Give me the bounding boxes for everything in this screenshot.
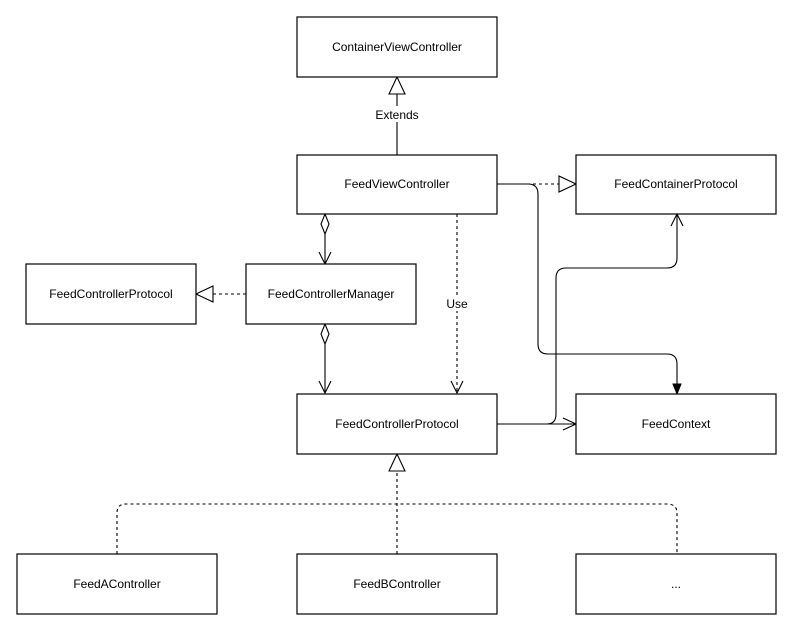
edge-extends: Extends [372, 75, 422, 155]
edge-use: Use [443, 214, 471, 395]
edge-manager-realize-protocol [194, 285, 246, 303]
edge-label-extends: Extends [375, 108, 418, 122]
node-box [16, 553, 218, 615]
edge-label-bg [443, 295, 471, 311]
edge-label-bg [372, 106, 422, 122]
realization-triangle [388, 452, 406, 472]
node-feed-view-controller[interactable]: FeedViewController [296, 154, 498, 215]
node-box [296, 393, 498, 455]
realization-triangle [194, 285, 214, 303]
node-feed-controller-protocol[interactable]: FeedControllerProtocol [296, 393, 498, 455]
node-label: FeedContext [642, 417, 711, 431]
open-arrow-head [318, 380, 332, 395]
node-feed-container-protocol[interactable]: FeedContainerProtocol [575, 154, 777, 215]
node-label: FeedViewController [344, 177, 449, 191]
aggregation-diamond [320, 212, 330, 236]
node-box [296, 154, 498, 215]
realization-triangle [558, 175, 578, 193]
edge-protocol-to-container-protocol [497, 212, 684, 425]
edge-protocol-to-context [497, 417, 578, 431]
node-box [245, 263, 417, 325]
node-feed-controller-protocol-side[interactable]: FeedControllerProtocol [25, 263, 197, 325]
node-box [25, 263, 197, 325]
node-label: ... [671, 577, 681, 591]
node-label: FeedControllerManager [268, 287, 395, 301]
node-container-view-controller[interactable]: ContainerViewController [296, 16, 498, 78]
node-label: FeedContainerProtocol [614, 177, 737, 191]
node-box [575, 393, 777, 455]
node-box [296, 553, 498, 615]
node-label: FeedControllerProtocol [49, 287, 172, 301]
node-more-controllers[interactable]: ... [575, 553, 777, 615]
node-box [296, 16, 498, 78]
edge-line [497, 214, 678, 425]
node-feed-a-controller[interactable]: FeedAController [16, 553, 218, 615]
node-feed-context[interactable]: FeedContext [575, 393, 777, 455]
edge-line [497, 183, 678, 386]
node-label: FeedControllerProtocol [335, 417, 458, 431]
node-label: FeedBController [353, 577, 440, 591]
node-box [575, 553, 777, 615]
aggregation-diamond [320, 322, 330, 346]
node-box [575, 154, 777, 215]
inheritance-triangle [388, 75, 406, 95]
node-label: FeedAController [73, 577, 160, 591]
filled-arrow-head [672, 383, 682, 396]
edge-label-use: Use [446, 297, 468, 311]
edge-view-controller-to-context [497, 183, 682, 396]
open-arrow-head [450, 380, 464, 395]
edge-implementations [116, 452, 678, 554]
node-label: ContainerViewController [332, 40, 462, 54]
node-feed-b-controller[interactable]: FeedBController [296, 553, 498, 615]
node-feed-controller-manager[interactable]: FeedControllerManager [245, 263, 417, 325]
